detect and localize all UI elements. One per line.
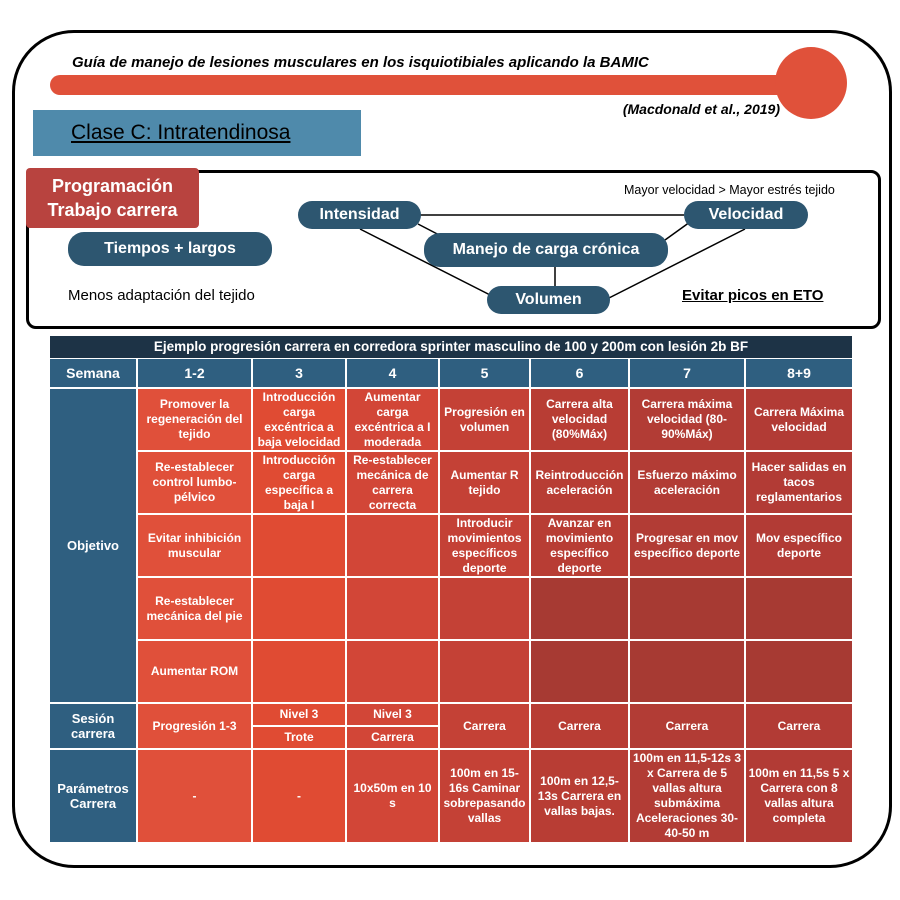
objective-cell: Progresión en volumen [440,389,529,450]
objective-cell: Promover la regeneración del tejido [138,389,251,450]
volume-node: Volumen [487,286,610,314]
objective-cell: Aumentar ROM [138,641,251,702]
week-header: 5 [440,359,529,387]
page-title: Guía de manejo de lesiones musculares en… [72,54,649,71]
session-cell: Carrera [746,704,852,748]
objective-cell: Re-establecer mecánica de carrera correc… [347,452,438,513]
class-label: Clase C: Intratendinosa [33,110,361,156]
objective-cell [253,641,345,702]
less-adaptation-text: Menos adaptación del tejido [68,287,255,304]
objective-row-label: Objetivo [50,389,136,702]
objective-cell [347,515,438,576]
session-cell: Carrera [531,704,628,748]
title-bar-decoration [50,75,820,95]
session-cell: Nivel 3 [347,704,438,725]
objective-cell [746,578,852,639]
params-cell: - [138,750,251,842]
session-cell: Trote [253,727,345,748]
objective-cell: Re-establecer control lumbo-pélvico [138,452,251,513]
week-header: 8+9 [746,359,852,387]
params-cell: - [253,750,345,842]
objective-cell: Esfuerzo máximo aceleración [630,452,744,513]
speed-node: Velocidad [684,201,808,229]
objective-cell: Evitar inhibición muscular [138,515,251,576]
params-cell: 100m en 12,5-13s Carrera en vallas bajas… [531,750,628,842]
objective-cell: Progresar en mov específico deporte [630,515,744,576]
week-header: 6 [531,359,628,387]
objective-cell: Introducción carga específica a baja I [253,452,345,513]
params-row-label: Parámetros Carrera [50,750,136,842]
week-header: 4 [347,359,438,387]
params-cell: 100m en 15-16s Caminar sobrepasando vall… [440,750,529,842]
outer-frame [12,30,892,868]
objective-cell: Re-establecer mecánica del pie [138,578,251,639]
objective-cell [630,578,744,639]
objective-cell [746,641,852,702]
objective-cell [531,578,628,639]
objective-cell [347,641,438,702]
objective-cell: Carrera máxima velocidad (80-90%Máx) [630,389,744,450]
week-header: 7 [630,359,744,387]
params-cell: 100m en 11,5-12s 3 x Carrera de 5 vallas… [630,750,744,842]
citation: (Macdonald et al., 2019) [622,101,780,117]
session-cell: Progresión 1-3 [138,704,251,748]
objective-cell: Introducir movimientos específicos depor… [440,515,529,576]
week-header: 1-2 [138,359,251,387]
params-cell: 100m en 11,5s 5 x Carrera con 8 vallas a… [746,750,852,842]
avoid-peaks-note: Evitar picos en ETO [682,287,824,304]
longer-times-node: Tiempos + largos [68,232,272,266]
objective-cell: Mov específico deporte [746,515,852,576]
session-cell: Carrera [440,704,529,748]
programming-panel [26,170,881,329]
programming-label: Programación Trabajo carrera [26,168,199,228]
objective-cell: Introducción carga excéntrica a baja vel… [253,389,345,450]
title-circle-decoration [775,47,847,119]
params-cell: 10x50m en 10 s [347,750,438,842]
objective-cell [531,641,628,702]
session-cell: Nivel 3 [253,704,345,725]
objective-cell [630,641,744,702]
objective-cell: Aumentar R tejido [440,452,529,513]
objective-cell: Carrera alta velocidad (80%Máx) [531,389,628,450]
objective-cell [440,641,529,702]
session-cell: Carrera [347,727,438,748]
session-row-label: Sesión carrera [50,704,136,748]
objective-cell [347,578,438,639]
objective-cell [440,578,529,639]
table-title: Ejemplo progresión carrera en corredora … [50,336,852,358]
speed-note: Mayor velocidad > Mayor estrés tejido [624,183,835,197]
session-cell: Carrera [630,704,744,748]
objective-cell: Avanzar en movimiento específico deporte [531,515,628,576]
chronic-load-node: Manejo de carga crónica [424,233,668,267]
objective-cell: Hacer salidas en tacos reglamentarios [746,452,852,513]
objective-cell [253,578,345,639]
objective-cell: Carrera Máxima velocidad [746,389,852,450]
week-header-label: Semana [50,359,136,387]
week-header: 3 [253,359,345,387]
objective-cell: Aumentar carga excéntrica a I moderada [347,389,438,450]
intensity-node: Intensidad [298,201,421,229]
objective-cell: Reintroducción aceleración [531,452,628,513]
objective-cell [253,515,345,576]
